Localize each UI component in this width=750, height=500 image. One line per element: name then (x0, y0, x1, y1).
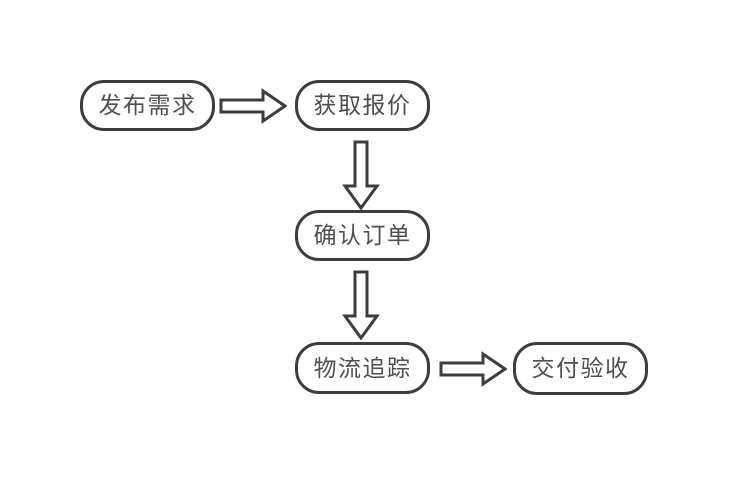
flow-node-publish-demand: 发布需求 (80, 80, 215, 131)
arrow-right-icon (439, 351, 507, 387)
arrow-down-icon (342, 140, 380, 210)
flow-node-logistics-tracking: 物流追踪 (295, 342, 430, 394)
flow-node-confirm-order: 确认订单 (295, 210, 430, 261)
flow-node-get-quote: 获取报价 (295, 80, 430, 131)
flow-node-delivery-acceptance: 交付验收 (513, 342, 648, 395)
arrow-right-icon (219, 88, 287, 124)
arrow-down-icon (342, 270, 380, 340)
